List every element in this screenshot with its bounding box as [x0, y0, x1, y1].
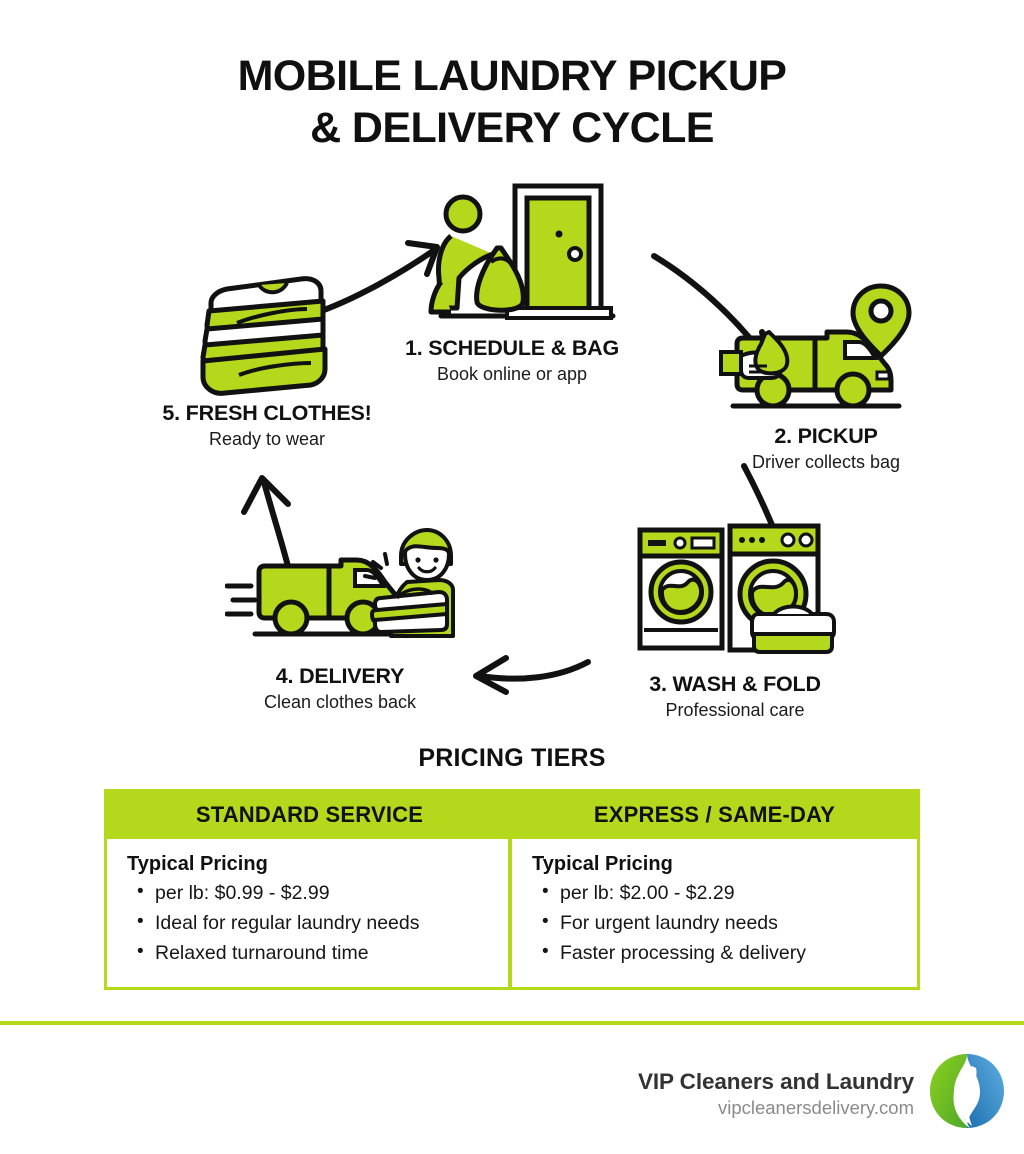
list-item: per lb: $0.99 - $2.99 [137, 877, 490, 908]
step-title: 3. WASH & FOLD [649, 672, 821, 696]
cycle-step-caption: 4. DELIVERY Clean clothes back [165, 664, 515, 713]
pricing-column-header-standard: STANDARD SERVICE [195, 802, 424, 827]
cycle-step-caption: 5. FRESH CLOTHES! Ready to wear [102, 401, 432, 450]
pricing-cell-standard: Typical Pricing per lb: $0.99 - $2.99 Id… [107, 839, 512, 987]
cell-heading: Typical Pricing [532, 853, 673, 875]
cycle-step-caption: 3. WASH & FOLD Professional care [570, 672, 900, 721]
step-title: 1. SCHEDULE & BAG [404, 336, 619, 360]
step-subtitle: Book online or app [436, 364, 588, 384]
cycle-step-fresh-clothes: 5. FRESH CLOTHES! Ready to wear [102, 267, 432, 450]
brand-website: vipcleanersdelivery.com [717, 1096, 914, 1118]
pricing-bullet-list-express: per lb: $2.00 - $2.29 For urgent laundry… [532, 877, 899, 969]
pricing-table: STANDARD SERVICE EXPRESS / SAME-DAY Typi… [104, 789, 920, 990]
cycle-step-delivery: 4. DELIVERY Clean clothes back [165, 520, 515, 713]
list-item: Faster processing & delivery [542, 937, 899, 968]
page-title-line-1: MOBILE LAUNDRY PICKUP [237, 52, 787, 100]
step-subtitle: Professional care [665, 700, 805, 720]
step-title: 4. DELIVERY [275, 664, 405, 688]
cycle-step-caption: 1. SCHEDULE & BAG Book online or app [332, 336, 692, 385]
footer-text: VIP Cleaners and Laundry vipcleanersdeli… [638, 1069, 914, 1119]
footer: VIP Cleaners and Laundry vipcleanersdeli… [638, 1052, 1006, 1135]
pricing-cell-express: Typical Pricing per lb: $2.00 - $2.29 Fo… [512, 839, 917, 987]
folded-clothes-stack-icon [102, 267, 432, 397]
step-subtitle: Ready to wear [208, 429, 326, 449]
step-subtitle: Driver collects bag [751, 452, 901, 472]
pricing-table-body-row: Typical Pricing per lb: $0.99 - $2.99 Id… [107, 839, 917, 987]
van-courier-icon [165, 520, 515, 660]
van-hand-bag-icon [646, 280, 1006, 420]
pricing-bullet-list-standard: per lb: $0.99 - $2.99 Ideal for regular … [127, 877, 490, 969]
cycle-step-wash-fold: 3. WASH & FOLD Professional care [570, 518, 900, 721]
footer-divider [0, 1021, 1024, 1025]
list-item: For urgent laundry needs [542, 907, 899, 938]
arrow-3-to-4 [473, 655, 591, 695]
step-title: 5. FRESH CLOTHES! [162, 401, 372, 425]
person-bag-door-icon [332, 182, 692, 332]
list-item: Relaxed turnaround time [137, 937, 490, 968]
page-title: MOBILE LAUNDRY PICKUP & DELIVERY CYCLE [0, 50, 1024, 155]
pricing-column-header-express: EXPRESS / SAME-DAY [593, 802, 836, 827]
leaf-drop-circle-logo [928, 1052, 1006, 1135]
list-item: Ideal for regular laundry needs [137, 907, 490, 938]
cycle-step-caption: 2. PICKUP Driver collects bag [646, 424, 1006, 473]
washing-machines-icon [570, 518, 900, 668]
cycle-diagram: 1. SCHEDULE & BAG Book online or app [0, 170, 1024, 730]
page-title-line-2: & DELIVERY CYCLE [310, 104, 714, 153]
brand-name: VIP Cleaners and Laundry [637, 1068, 914, 1094]
list-item: per lb: $2.00 - $2.29 [542, 877, 899, 908]
pricing-heading: PRICING TIERS [418, 744, 606, 772]
cycle-step-schedule-bag: 1. SCHEDULE & BAG Book online or app [332, 182, 692, 385]
pricing-table-header-row: STANDARD SERVICE EXPRESS / SAME-DAY [107, 792, 917, 839]
cycle-step-pickup: 2. PICKUP Driver collects bag [646, 280, 1006, 473]
step-title: 2. PICKUP [774, 424, 878, 448]
cell-heading: Typical Pricing [127, 853, 268, 875]
step-subtitle: Clean clothes back [263, 692, 417, 712]
